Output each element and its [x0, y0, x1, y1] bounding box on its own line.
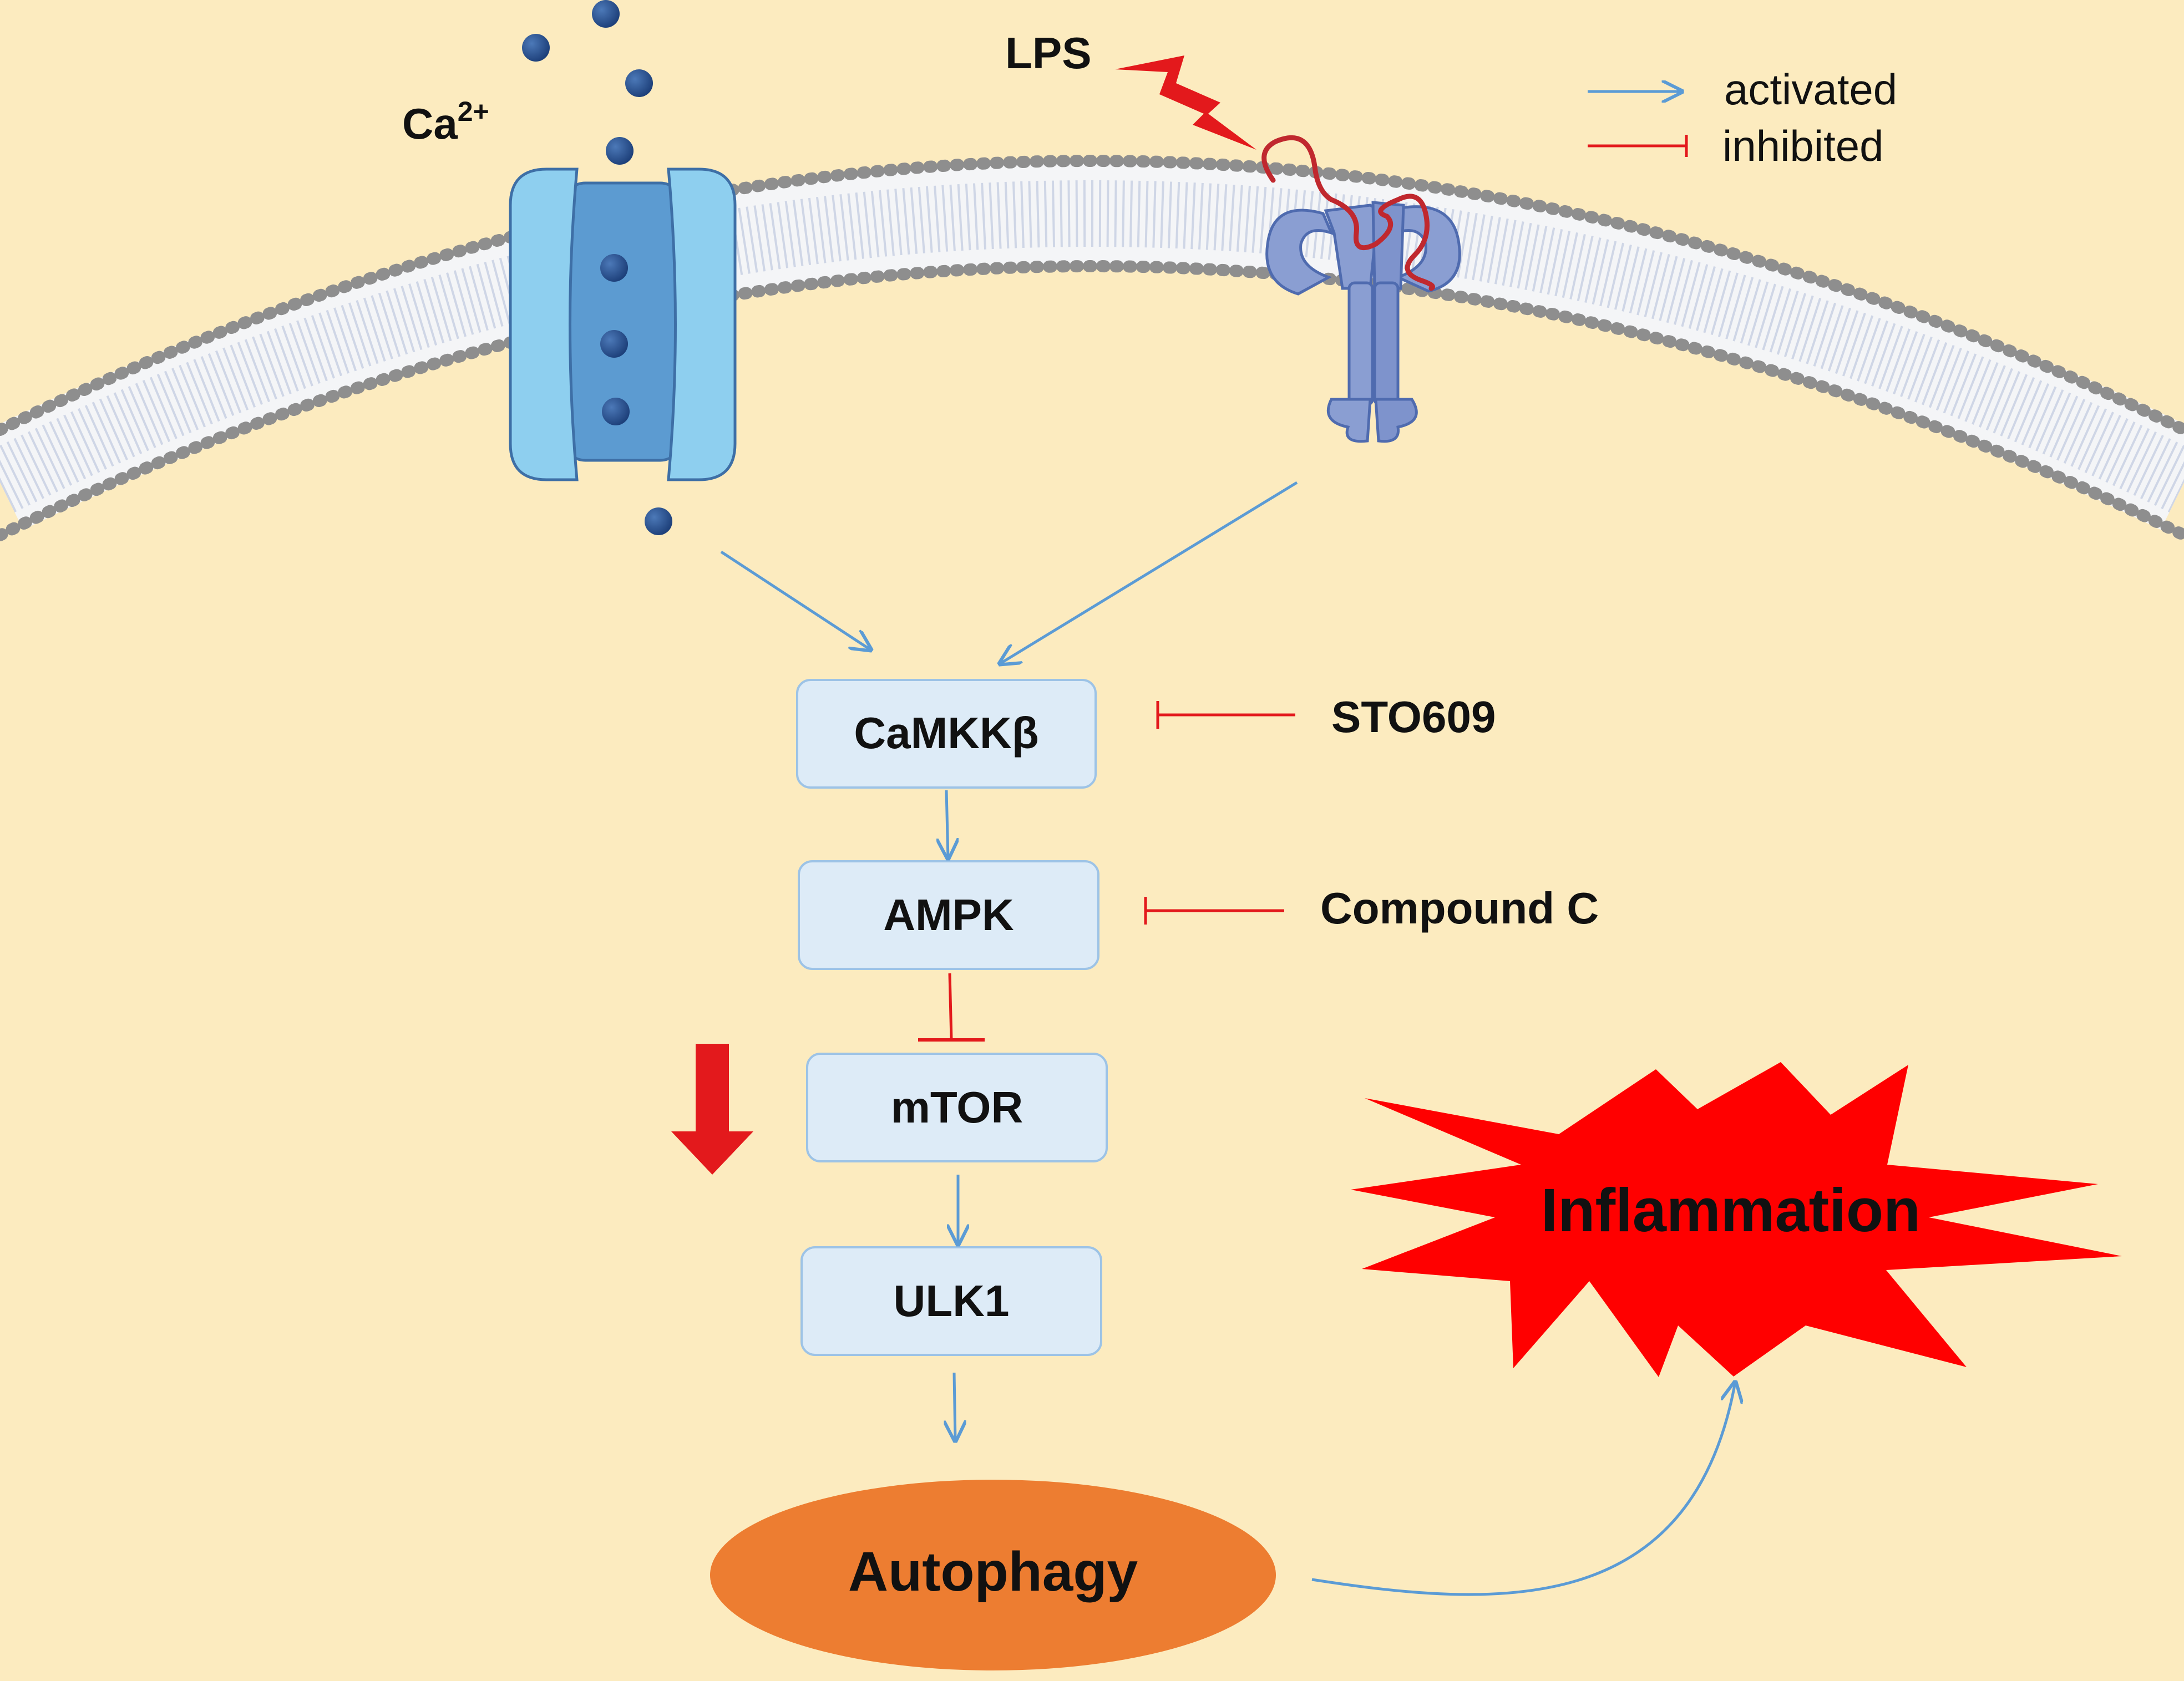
- calcium-ion-icon: [602, 398, 630, 425]
- calcium-ion-icon: [625, 69, 653, 97]
- edge-calcium-to-camkkb: [720, 550, 871, 650]
- cell-membrane: [0, 155, 2184, 541]
- autophagy-node: [710, 1480, 1276, 1670]
- autophagy-label: Autophagy: [848, 1541, 1138, 1603]
- ampk-label: AMPK: [883, 890, 1014, 939]
- edge-camkkb-to-ampk: [946, 790, 948, 859]
- ulk1-label: ULK1: [894, 1276, 1010, 1325]
- edge-ampk-inhibits-mtor: [948, 973, 953, 1040]
- calcium-channel-icon: [509, 167, 737, 481]
- sto609-label: STO609: [1331, 692, 1496, 742]
- mtor-node: [806, 1053, 1108, 1162]
- edge-ulk1-to-autophagy: [954, 1372, 955, 1441]
- inflammation-label: Inflammation: [1541, 1176, 1921, 1245]
- legend: activated inhibited: [1588, 65, 1897, 170]
- camkkb-label: CaMKKβ: [854, 708, 1038, 758]
- edge-lps-to-camkkb: [1000, 481, 1298, 664]
- ampk-node: [798, 860, 1099, 970]
- tlr4-receptor-icon: [1261, 135, 1461, 443]
- calcium-ion-icon: [645, 507, 672, 535]
- legend-activated-label: activated: [1724, 65, 1897, 114]
- edge-autophagy-to-inflammation: [1311, 1382, 1735, 1596]
- lightning-icon: [1115, 55, 1256, 150]
- calcium-ions: [522, 0, 672, 535]
- calcium-ion-icon: [606, 137, 634, 165]
- legend-inhibited-label: inhibited: [1722, 121, 1884, 170]
- down-arrow-icon: [671, 1044, 753, 1175]
- compoundc-label: Compound C: [1320, 883, 1599, 933]
- calcium-label: Ca2+: [402, 96, 489, 148]
- burst-icon: [1351, 1062, 2122, 1377]
- ulk1-node: [800, 1246, 1102, 1356]
- mtor-label: mTOR: [891, 1083, 1023, 1132]
- camkkb-node: [796, 679, 1097, 789]
- calcium-ion-icon: [522, 34, 550, 62]
- lps-label: LPS: [1005, 28, 1092, 78]
- calcium-ion-icon: [600, 330, 628, 358]
- calcium-ion-icon: [600, 254, 628, 282]
- calcium-ion-icon: [592, 0, 620, 28]
